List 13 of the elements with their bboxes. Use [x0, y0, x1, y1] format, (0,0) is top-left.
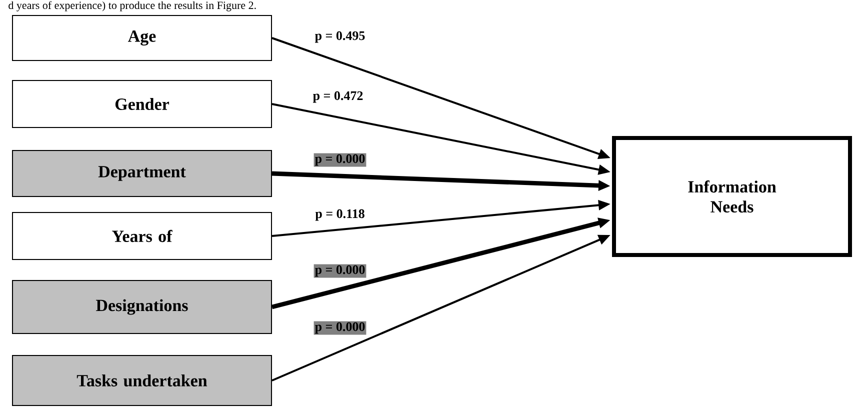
- edge-label: p = 0.118: [314, 208, 366, 222]
- edge-label: p = 0.000: [314, 321, 366, 335]
- box: Tasks undertaken: [12, 355, 272, 406]
- box: Designations: [12, 280, 272, 334]
- edge-label: p = 0.000: [314, 264, 366, 278]
- box: Age: [12, 15, 272, 61]
- box: Years of: [12, 212, 272, 260]
- edge-label: p = 0.472: [312, 90, 364, 104]
- edge-label: p = 0.000: [314, 153, 366, 167]
- box: Gender: [12, 80, 272, 128]
- box: Department: [12, 150, 272, 197]
- edge-label: p = 0.495: [314, 30, 366, 44]
- box: Information Needs: [612, 136, 852, 257]
